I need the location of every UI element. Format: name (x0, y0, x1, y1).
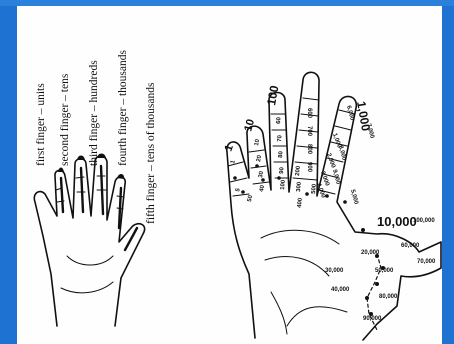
index-value: 10 (254, 138, 261, 146)
left-hand-hatching (61, 166, 137, 250)
ring-value: 900 (306, 162, 312, 173)
thumb-value: 5 (235, 187, 242, 192)
left-border-stripe (0, 0, 17, 344)
index-value: 20 (256, 154, 263, 162)
little-value: 6,000 (345, 105, 355, 122)
wrist-value: 40,000 (331, 287, 350, 293)
little-value: 5,000 (349, 189, 359, 206)
left-figure-captions: first finger – units second finger – ten… (35, 50, 157, 224)
middle-value: 200 (295, 165, 302, 176)
ring-value: 700 (306, 126, 312, 137)
right-hand-joint-dots (233, 164, 385, 316)
index-value: 40 (259, 184, 266, 192)
thumb-value: 1 (230, 159, 237, 164)
caption-third-finger: third finger – hundreds (88, 60, 100, 166)
wrist-value: 80,000 (379, 294, 398, 300)
right-hand-outline (227, 72, 441, 340)
caption-second-finger: second finger – tens (59, 73, 71, 166)
right-finger-headers: 1 10 100 1,000 10,000 (223, 84, 417, 229)
caption-first-finger: first finger – units (35, 83, 47, 166)
wrist-value: 90,000 (363, 316, 382, 322)
little-value: 8,000 (337, 145, 347, 162)
caption-fifth-finger: fifth finger – tens of thousands (145, 82, 157, 224)
left-hand-creases (56, 176, 124, 293)
middle-value: 60 (276, 116, 283, 124)
middle-value: 400 (297, 197, 304, 208)
middle-value: 80 (278, 150, 285, 158)
little-value: 9,000 (331, 169, 341, 186)
ring-value: 600 (306, 108, 312, 119)
middle-value: 100 (280, 179, 287, 190)
index-value: 30 (258, 170, 265, 178)
index-value: 50 (247, 194, 254, 202)
wrist-value: 60,000 (401, 243, 420, 249)
right-hand-drawing (227, 72, 441, 340)
middle-value: 300 (296, 181, 303, 192)
middle-value: 70 (277, 134, 284, 142)
ring-value: 2,000 (325, 153, 336, 170)
middle-value: 90 (279, 166, 286, 174)
wrist-value: 50,000 (375, 268, 394, 274)
header-little: 10,000 (377, 214, 417, 229)
hands-illustration: first finger – units second finger – ten… (17, 6, 442, 344)
right-hand-palm-lines (261, 230, 339, 334)
ring-value: 800 (306, 144, 312, 155)
little-value: 7,000 (365, 123, 375, 140)
wrist-value: 100,000 (413, 218, 435, 224)
index-values: 10 20 30 40 50 (247, 138, 266, 202)
header-index: 10 (242, 118, 257, 133)
wrist-value: 20,000 (361, 250, 380, 256)
illustration-panel: first finger – units second finger – ten… (17, 6, 442, 344)
wrist-value: 70,000 (417, 259, 436, 265)
left-hand-drawing (34, 154, 144, 327)
right-border-stripe (442, 0, 454, 344)
left-hand-outline (34, 156, 144, 326)
caption-fourth-finger: fourth finger – thousands (117, 50, 129, 166)
wrist-value: 30,000 (325, 268, 344, 274)
header-middle: 100 (264, 84, 281, 106)
